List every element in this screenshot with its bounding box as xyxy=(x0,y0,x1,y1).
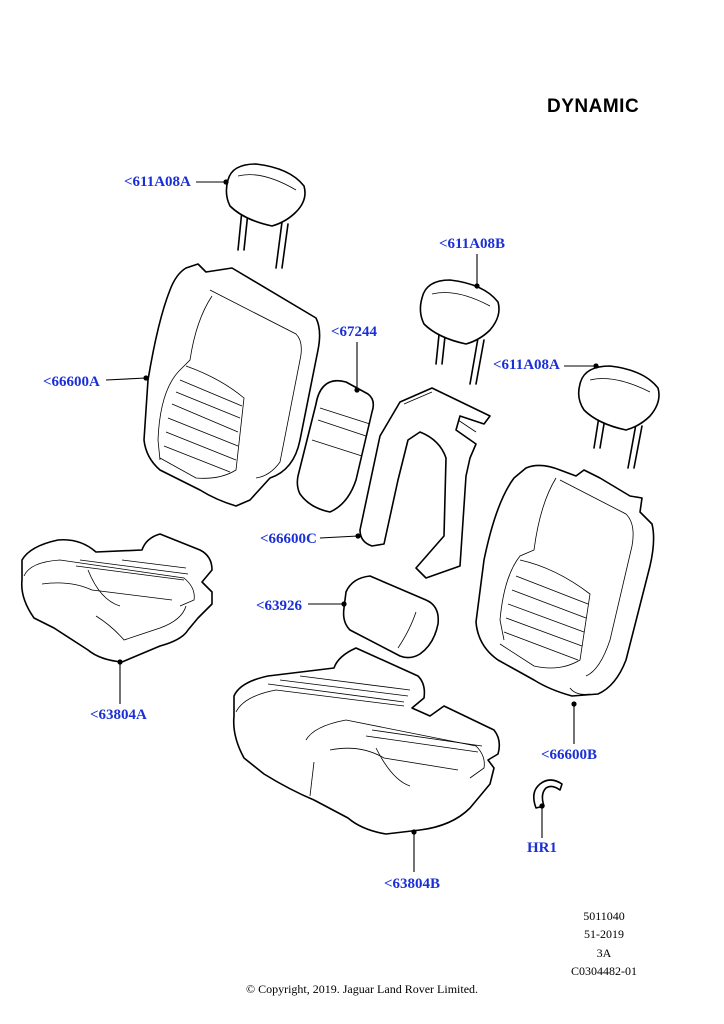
hog-ring-hr1[interactable] xyxy=(532,779,563,809)
headrest-611a08a-right[interactable] xyxy=(577,365,660,469)
callout-611a08b[interactable]: <611A08B xyxy=(439,236,506,252)
callout-hr1[interactable]: HR1 xyxy=(527,840,557,856)
meta-line-3: 3A xyxy=(596,946,612,960)
headrest-611a08a-top[interactable] xyxy=(225,163,306,269)
meta-line-4: C0304482-01 xyxy=(571,964,637,978)
armrest-63926[interactable] xyxy=(342,575,440,659)
cushion-63804b[interactable] xyxy=(232,647,501,835)
variant-label: DYNAMIC xyxy=(547,96,640,117)
callout-67244[interactable]: <67244 xyxy=(331,324,378,340)
callout-66600a[interactable]: <66600A xyxy=(43,374,100,390)
meta-line-1: 5011040 xyxy=(583,909,625,923)
callout-63926[interactable]: <63926 xyxy=(256,598,303,614)
cushion-63804a[interactable] xyxy=(20,533,213,663)
callout-63804a[interactable]: <63804A xyxy=(90,707,147,723)
callout-611a08a-right[interactable]: <611A08A xyxy=(493,357,560,373)
callout-63804b[interactable]: <63804B xyxy=(384,876,441,892)
backrest-frame-66600c[interactable] xyxy=(359,387,491,579)
meta-line-2: 51-2019 xyxy=(584,927,624,941)
backrest-66600b[interactable] xyxy=(475,464,655,697)
headrest-611a08b[interactable] xyxy=(419,279,500,385)
copyright-notice: © Copyright, 2019. Jaguar Land Rover Lim… xyxy=(245,982,479,996)
callout-66600b[interactable]: <66600B xyxy=(541,747,598,763)
callout-66600c[interactable]: <66600C xyxy=(260,531,317,547)
backrest-66600a[interactable] xyxy=(143,263,321,507)
callout-611a08a-top[interactable]: <611A08A xyxy=(124,174,191,190)
leader-lines xyxy=(105,179,599,872)
cover-67244[interactable] xyxy=(296,379,375,513)
